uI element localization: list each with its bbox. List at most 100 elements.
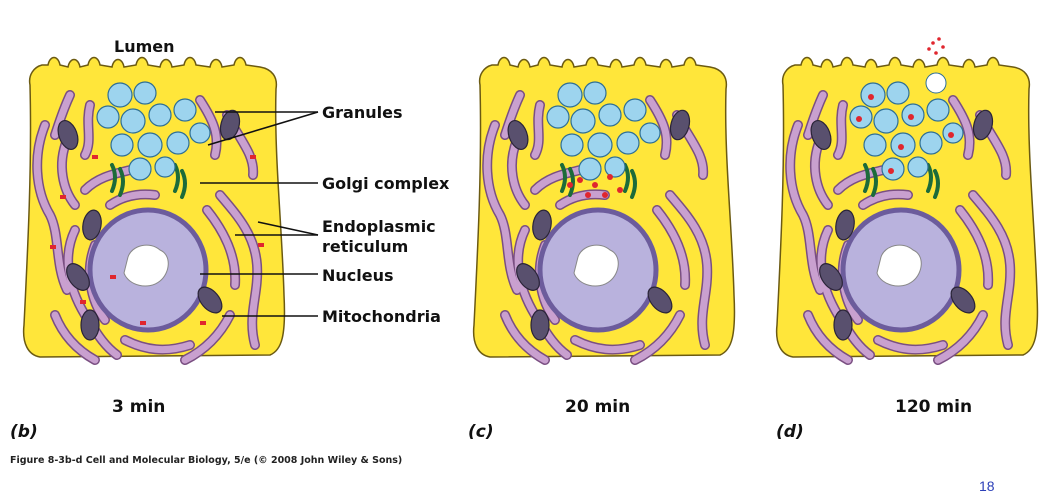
page-number: 18 (979, 478, 995, 494)
granule (107, 82, 133, 108)
secreted-protein (941, 45, 945, 49)
lumen-label: Lumen (114, 37, 175, 56)
er-strand-fill (121, 336, 194, 353)
granule (886, 81, 910, 105)
nucleolus (573, 244, 619, 287)
secreted-protein (931, 41, 935, 45)
secreted-protein (934, 51, 938, 55)
mitochondrion (532, 209, 552, 241)
er-strand-fill (483, 121, 521, 294)
er-leader-1 (257, 221, 319, 236)
golgi-cisterna (871, 167, 878, 197)
granules-leader-2 (207, 111, 319, 146)
granule (863, 133, 887, 157)
er-strand-fill (859, 190, 912, 209)
labeled-protein (585, 192, 591, 198)
er-strand-fill (531, 101, 544, 159)
mitochondrion (647, 286, 673, 314)
granule (570, 108, 596, 134)
labeled-protein (948, 132, 954, 138)
nucleolus (123, 244, 169, 287)
mitochondrion (669, 109, 691, 141)
mitochondrion (810, 119, 832, 151)
er-strand-fill (786, 121, 824, 294)
er-strand-fill (51, 91, 74, 139)
er-strand-fill (571, 336, 644, 353)
labeled-protein (577, 177, 583, 183)
time-label-d: 120 min (895, 397, 972, 417)
golgi-cisterna (568, 167, 575, 197)
endoplasmic-reticulum-fill (786, 91, 1014, 364)
cell-panel-d (775, 37, 1039, 365)
labeled-protein (602, 192, 608, 198)
mitochondria-label: Mitochondria (322, 307, 441, 326)
labeled-protein (200, 321, 206, 325)
er-strand-fill (216, 191, 261, 349)
granule (560, 133, 584, 157)
granule (166, 131, 190, 155)
labeled-protein (140, 321, 146, 325)
labeled-protein (110, 275, 116, 279)
er-strand-fill (501, 91, 524, 139)
er-strand-fill (874, 336, 947, 353)
mitochondrion (197, 286, 223, 314)
labeled-protein (898, 144, 904, 150)
mitochondrion (57, 119, 79, 151)
er-strand-fill (531, 166, 584, 194)
golgi-cisterna (630, 169, 637, 199)
er-strand-fill (181, 311, 234, 364)
golgi-label: Golgi complex (322, 174, 450, 193)
golgi-cisterna (560, 163, 567, 193)
granule (587, 132, 613, 158)
golgi-cisterna (926, 163, 933, 193)
mitochondrion (80, 309, 100, 341)
granule (557, 82, 583, 108)
callout-lines (200, 111, 319, 317)
granule (623, 98, 647, 122)
er-strand-fill (956, 206, 992, 289)
granules-label: Granules (322, 103, 402, 122)
er-strand-fill (646, 96, 671, 159)
granule (907, 156, 929, 178)
labeled-protein (592, 182, 598, 188)
labeled-protein (250, 155, 256, 159)
granule (873, 108, 899, 134)
nucleolus (876, 244, 922, 287)
golgi-cisterna (173, 163, 180, 193)
er-label-line1: Endoplasmic (322, 217, 436, 236)
secreted-protein (927, 47, 931, 51)
granule (96, 105, 120, 129)
secretory-vesicle (925, 72, 947, 94)
mitochondrion (82, 209, 102, 241)
er-strand-fill (51, 311, 99, 364)
er-strand-fill (203, 206, 239, 289)
cell-panel-b (22, 56, 286, 365)
granule (154, 156, 176, 178)
er-strand-fill (934, 311, 987, 364)
granule (148, 103, 172, 127)
panel-letter-c: (c) (468, 422, 494, 442)
labeled-protein (888, 168, 894, 174)
labeled-protein (607, 174, 613, 180)
er-strand-fill (804, 91, 827, 139)
mitochondrion (835, 209, 855, 241)
golgi-complex (110, 163, 187, 199)
golgi-cisterna (180, 169, 187, 199)
time-label-b: 3 min (112, 397, 165, 417)
er-label-line2: reticulum (322, 237, 408, 256)
labeled-protein (908, 114, 914, 120)
golgi-complex (863, 163, 940, 199)
er-strand-fill (949, 96, 974, 159)
panel-letter-d: (d) (776, 422, 804, 442)
mitochondrion (530, 309, 550, 341)
labeled-protein (567, 182, 573, 188)
endoplasmic-reticulum-fill (483, 91, 711, 364)
granule (578, 157, 602, 181)
granule (128, 157, 152, 181)
nucleus-label: Nucleus (322, 266, 394, 285)
er-strand-fill (631, 311, 684, 364)
cell-panel-c (472, 56, 736, 365)
granule (616, 131, 640, 155)
